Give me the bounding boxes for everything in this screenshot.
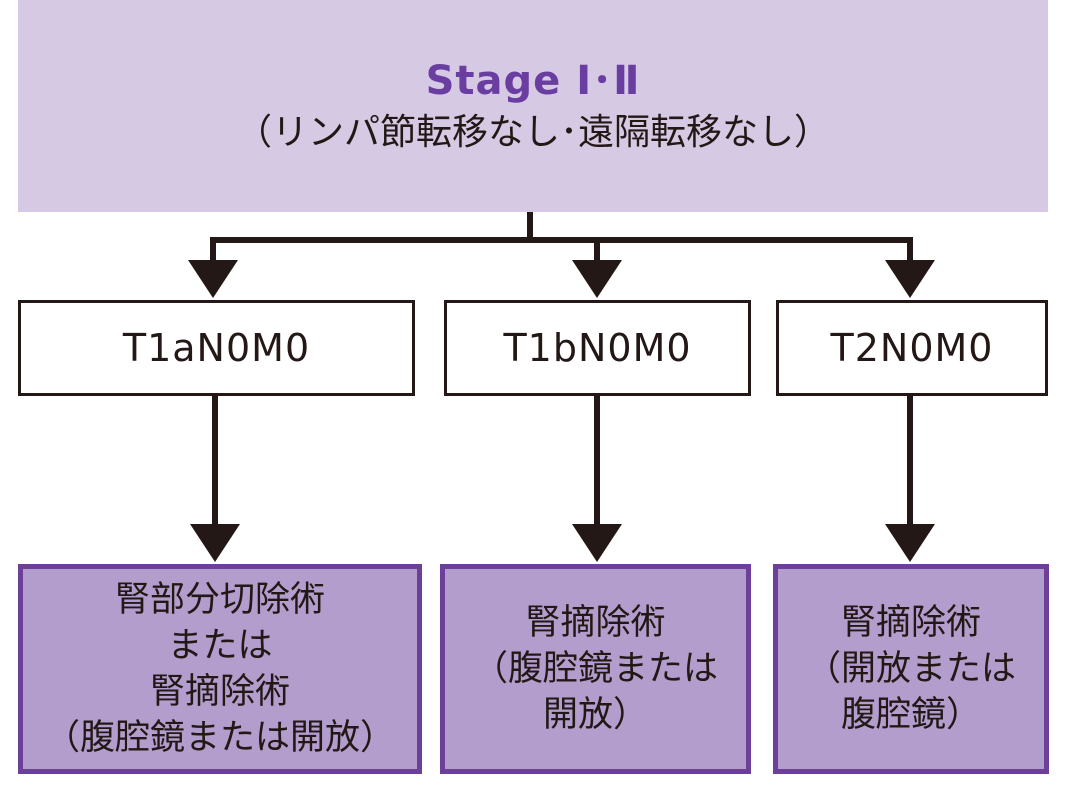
treatment-line: （腹腔鏡または開放） [44,718,395,758]
arrow-head-4 [190,524,240,562]
stage-subtitle: （リンパ節転移なし･遠隔転移なし） [235,112,830,153]
treatment-line: 腎摘除術 [525,603,666,643]
arrow-head-2 [572,260,622,298]
arrow-head-1 [188,260,238,298]
treatment-line: 腎摘除術 [149,672,290,712]
treatment-box-t2: 腎摘除術 （開放または 腹腔鏡） [773,564,1049,774]
treatment-line: 開放） [542,695,648,735]
stage-label-t2: T2N0M0 [830,326,994,370]
stage-box-t1a: T1aN0M0 [18,300,415,396]
arrow-head-5 [572,524,622,562]
stage-box-t2: T2N0M0 [776,300,1048,396]
stage-label-t1b: T1bN0M0 [503,326,692,370]
stage-title: Stage Ⅰ･Ⅱ [425,58,641,104]
arrow-head-3 [885,260,935,298]
treatment-line: 腎部分切除術 [114,580,325,620]
treatment-line: または [167,626,273,666]
treatment-line: （腹腔鏡または [472,649,718,689]
treatment-box-t1a: 腎部分切除術 または 腎摘除術 （腹腔鏡または開放） [18,564,422,774]
stage-header-box: Stage Ⅰ･Ⅱ （リンパ節転移なし･遠隔転移なし） [18,0,1048,212]
treatment-line: 腹腔鏡） [840,695,981,735]
stage-box-t1b: T1bN0M0 [444,300,751,396]
treatment-line: （開放または [805,649,1016,689]
treatment-box-t1b: 腎摘除術 （腹腔鏡または 開放） [440,564,751,774]
arrow-head-6 [885,524,935,562]
stage-label-t1a: T1aN0M0 [122,326,311,370]
treatment-line: 腎摘除術 [840,603,981,643]
